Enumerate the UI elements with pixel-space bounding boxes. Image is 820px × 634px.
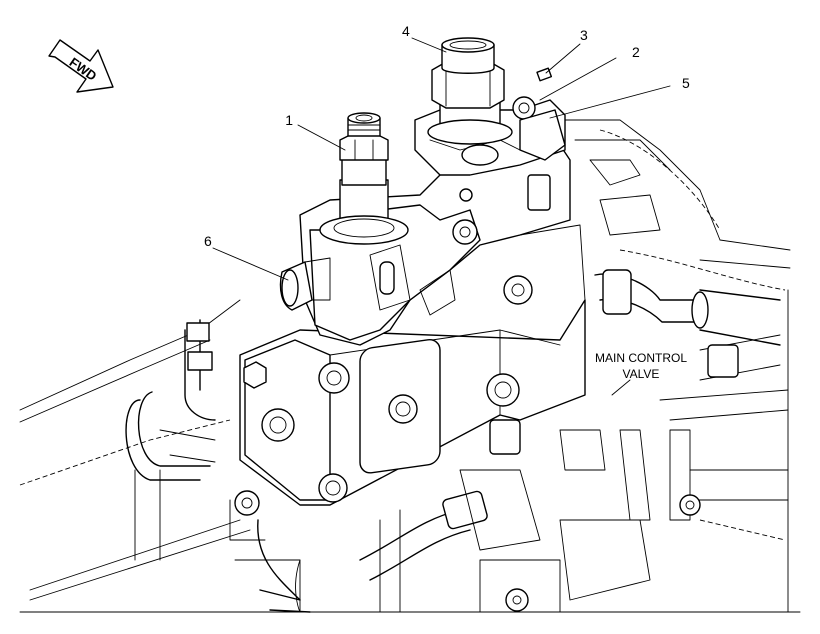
callout-6: 6 [204, 233, 212, 249]
fitting-item-6 [279, 257, 331, 311]
leader-line-2 [539, 57, 617, 101]
fwd-direction-arrow: FWD [48, 39, 114, 93]
callout-4: 4 [402, 23, 410, 39]
caption-line-1: MAIN CONTROL [595, 351, 687, 365]
callout-leaders [212, 37, 671, 396]
callout-1: 1 [285, 112, 293, 128]
caption-line-2: VALVE [623, 367, 660, 381]
leader-line-4 [411, 37, 447, 53]
callout-3: 3 [580, 27, 588, 43]
frame-outline [19, 289, 801, 613]
leader-line-3 [545, 43, 581, 74]
leader-line-6 [212, 247, 289, 281]
main-control-valve-caption: MAIN CONTROL VALVE [595, 351, 687, 381]
fitting-item-1 [319, 112, 409, 245]
callout-2: 2 [632, 44, 640, 60]
callout-5: 5 [682, 75, 690, 91]
caption-leader-line [611, 379, 631, 396]
background-machine-structure [19, 119, 791, 613]
relief-valve-item-4 [427, 37, 513, 145]
leader-line-5 [549, 85, 671, 119]
leader-line-1 [297, 124, 346, 151]
callout-labels: 1 2 3 4 5 6 [204, 23, 690, 249]
